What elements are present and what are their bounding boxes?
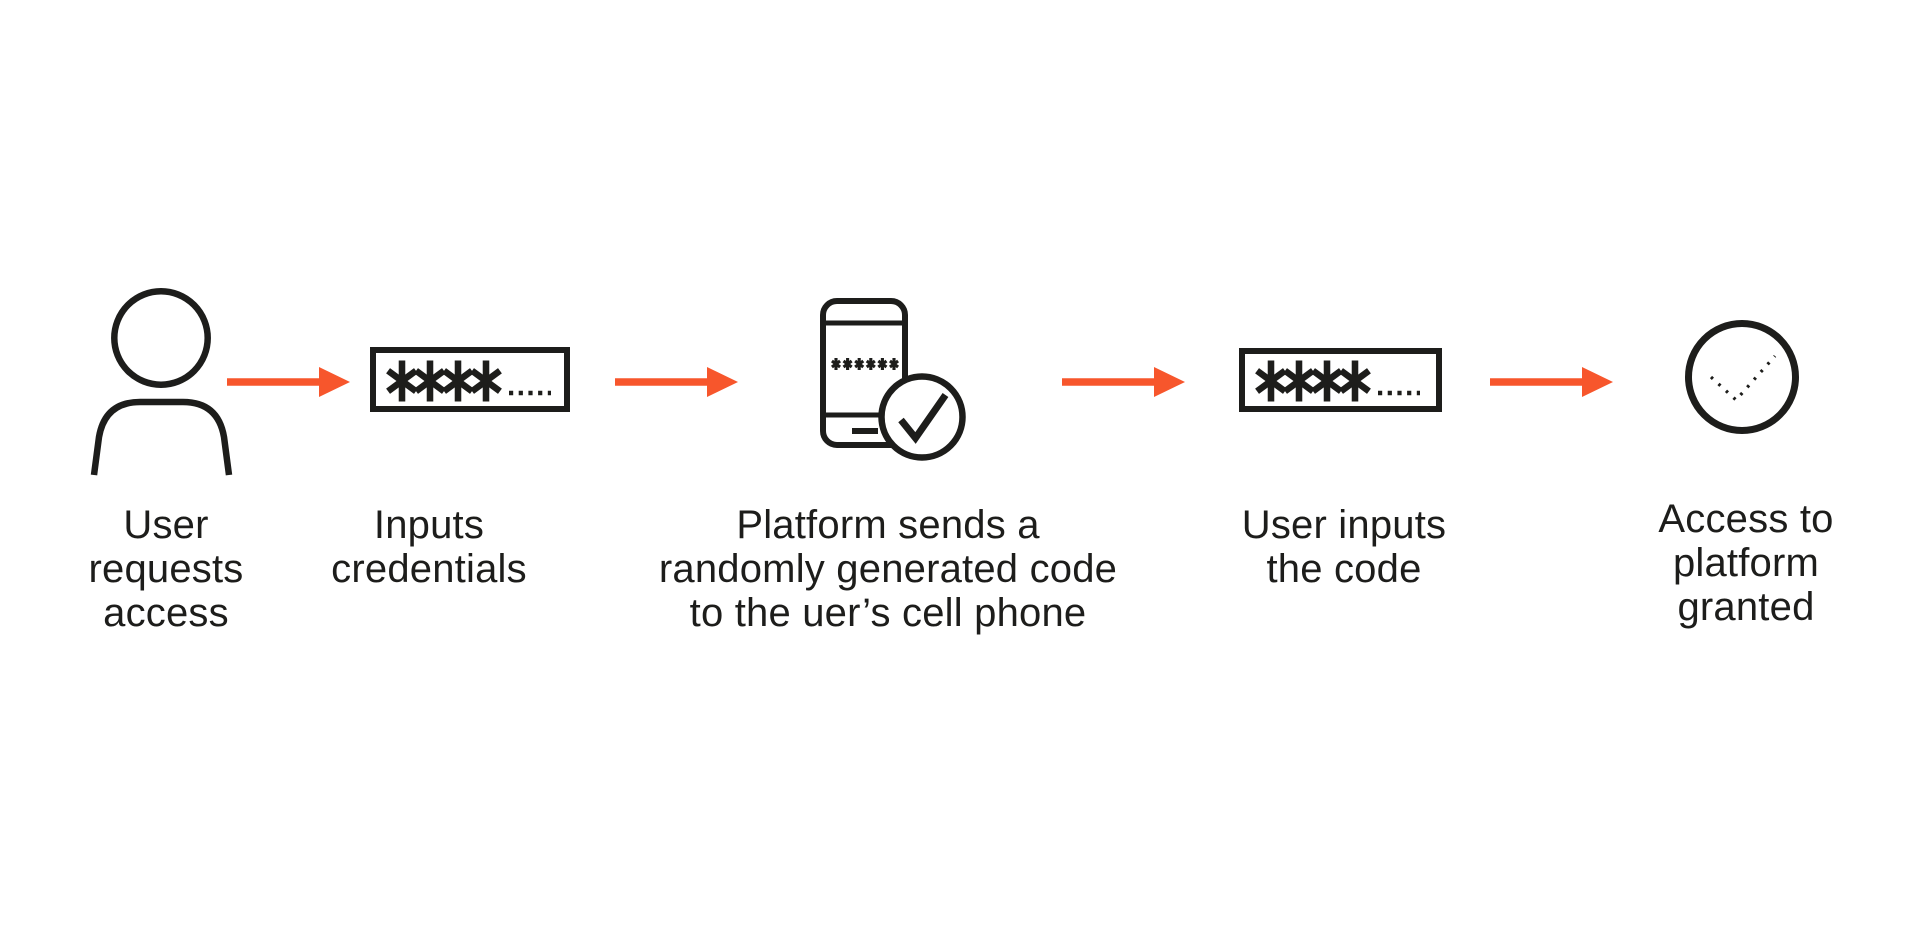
phone-verified-icon	[820, 298, 966, 461]
arrow-right-icon	[1490, 367, 1613, 397]
step-label: User inputs the code	[1241, 503, 1447, 591]
password-field-icon	[370, 347, 570, 412]
arrow-right-icon	[1062, 367, 1185, 397]
dotted-check-circle-icon	[1685, 320, 1799, 434]
masked-password-stars	[388, 361, 551, 402]
step-label: Inputs credentials	[331, 503, 527, 591]
masked-password-stars	[1257, 361, 1420, 402]
step-label: Access to platform granted	[1658, 497, 1834, 629]
arrow-right-icon	[227, 367, 350, 397]
password-field-icon	[1239, 348, 1442, 412]
check-circle-icon	[878, 373, 966, 461]
phone-code-stars	[832, 358, 898, 370]
step-label: User requests access	[88, 503, 244, 635]
arrow-right-icon	[615, 367, 738, 397]
step-label: Platform sends a randomly generated code…	[658, 503, 1118, 635]
person-icon	[90, 288, 233, 476]
